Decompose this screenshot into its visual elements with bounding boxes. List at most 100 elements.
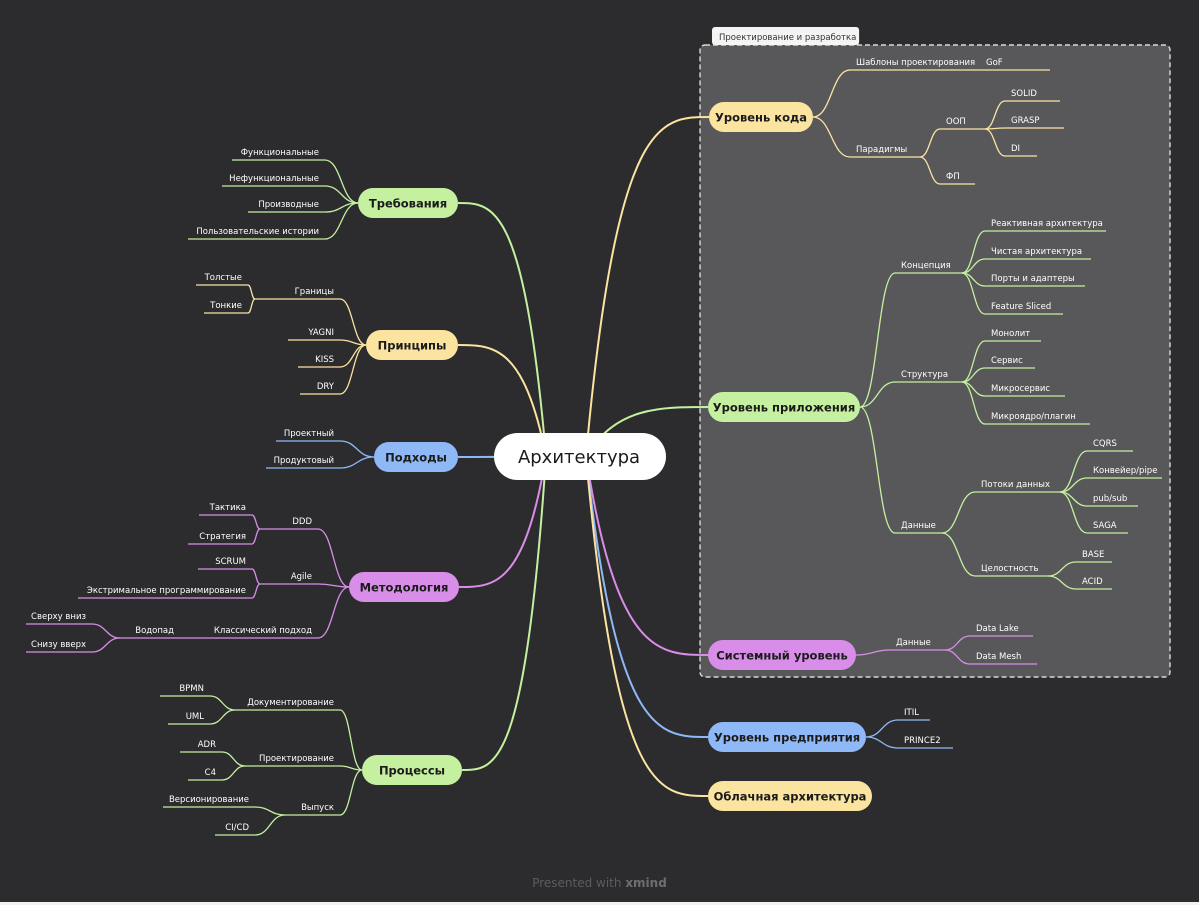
branch-node-processes[interactable] [362, 755, 462, 785]
branch-node-system[interactable] [708, 640, 856, 670]
connector-line [339, 344, 367, 395]
branch-node-code[interactable] [709, 102, 813, 132]
connector-line [944, 649, 971, 665]
connector-line [919, 156, 941, 185]
bottom-edge-bar [0, 902, 1199, 905]
branch-label-approaches: Подходы [385, 451, 447, 465]
node-adr: ADR [198, 740, 216, 750]
footer-brand: xmind [625, 876, 667, 890]
branch-node-approaches[interactable] [374, 442, 458, 472]
node-версионирование: Версионирование [169, 795, 249, 805]
branch-connector-req [457, 202, 547, 457]
node-data-mesh: Data Mesh [976, 652, 1021, 662]
connector-line [339, 344, 367, 368]
root-label: Архитектура [518, 447, 640, 468]
branch-connector-enterprise [585, 455, 709, 738]
branch-label-cloud: Облачная архитектура [714, 790, 867, 804]
node-данные: Данные [901, 521, 936, 531]
node-структура: Структура [901, 370, 948, 380]
node-микроядро-плагин: Микроядро/плагин [991, 412, 1076, 422]
connector-line [961, 381, 986, 425]
node-тонкие: Тонкие [209, 301, 242, 311]
node-acid: ACID [1082, 577, 1103, 587]
node-cqrs: CQRS [1093, 439, 1117, 449]
branch-label-processes: Процессы [379, 764, 445, 778]
connector-line [254, 814, 286, 836]
connector-line [339, 440, 375, 458]
connector-line [941, 491, 976, 534]
connector-line [961, 272, 986, 315]
connector-line [865, 736, 899, 749]
connector-line [919, 128, 941, 158]
connector-line [812, 116, 851, 158]
connector-line [251, 568, 261, 585]
connector-line [859, 272, 896, 408]
node-фп: ФП [946, 172, 960, 182]
connector-line [247, 284, 256, 300]
node-водопад: Водопад [135, 626, 174, 636]
connector-line [961, 230, 986, 274]
connector-line [812, 69, 851, 118]
connector-line [247, 298, 256, 314]
node-экстримальное-программирование: Экстримальное программирование [87, 586, 246, 596]
connector-line [961, 340, 986, 383]
node-itil: ITIL [904, 708, 919, 718]
branch-node-cloud[interactable] [708, 781, 872, 811]
branch-connector-methodology [458, 455, 547, 588]
node-base: BASE [1082, 550, 1104, 560]
branch-connector-code [585, 116, 710, 457]
footer-credit: Presented with xmind [0, 876, 1199, 890]
node-saga: SAGA [1093, 521, 1117, 531]
node-конвейер-pipe: Конвейер/pipe [1093, 466, 1157, 476]
node-ddd: DDD [292, 517, 312, 527]
node-bpmn: BPMN [179, 684, 204, 694]
node-data-lake: Data Lake [976, 624, 1019, 634]
node-scrum: SCRUM [215, 557, 246, 567]
boundary-tag [712, 27, 860, 45]
branch-label-code: Уровень кода [715, 111, 807, 125]
branch-connector-system [585, 455, 709, 656]
boundary-label: Проектирование и разработка [719, 33, 856, 43]
node-сервис: Сервис [991, 356, 1023, 366]
node-ооп: ООП [946, 117, 966, 127]
branch-label-app: Уровень приложения [713, 401, 856, 415]
node-нефункциональные: Нефункциональные [229, 174, 319, 184]
branch-node-principles[interactable] [366, 330, 458, 360]
node-выпуск: Выпуск [301, 803, 334, 813]
connector-line [324, 202, 359, 240]
connector-line [251, 514, 261, 530]
connector-line [339, 769, 363, 816]
boundary-box [699, 44, 1171, 678]
node-парадигмы: Парадигмы [856, 145, 907, 155]
connector-line [859, 406, 896, 534]
branch-label-enterprise: Уровень предприятия [714, 731, 860, 745]
connector-line [865, 719, 899, 738]
connector-line [944, 635, 971, 651]
branch-connector-principles [457, 344, 547, 457]
branch-connector-processes [461, 455, 547, 771]
branch-node-app[interactable] [708, 392, 860, 422]
connector-line [91, 623, 121, 639]
node-шаблоны-проектирования: Шаблоны проектирования [856, 58, 975, 68]
branch-node-req[interactable] [358, 188, 458, 218]
connector-line [209, 695, 236, 711]
connector-line [339, 456, 375, 469]
branch-node-methodology[interactable] [349, 572, 459, 602]
branch-label-methodology: Методология [360, 581, 449, 595]
connector-line [251, 583, 261, 599]
branch-label-principles: Принципы [378, 339, 447, 353]
branch-label-system: Системный уровень [716, 649, 848, 663]
connector-line [941, 532, 976, 577]
connector-line [339, 298, 367, 346]
connector-line [984, 100, 1006, 130]
node-стратегия: Стратегия [199, 532, 246, 542]
node-чистая-архитектура: Чистая архитектура [991, 247, 1082, 257]
root-node[interactable] [494, 433, 666, 480]
connector-line [984, 128, 1006, 157]
node-uml: UML [186, 712, 205, 722]
node-продуктовый: Продуктовый [274, 456, 334, 466]
branch-node-enterprise[interactable] [708, 722, 866, 752]
connector-line [91, 637, 121, 653]
node-проектирование: Проектирование [259, 754, 334, 764]
